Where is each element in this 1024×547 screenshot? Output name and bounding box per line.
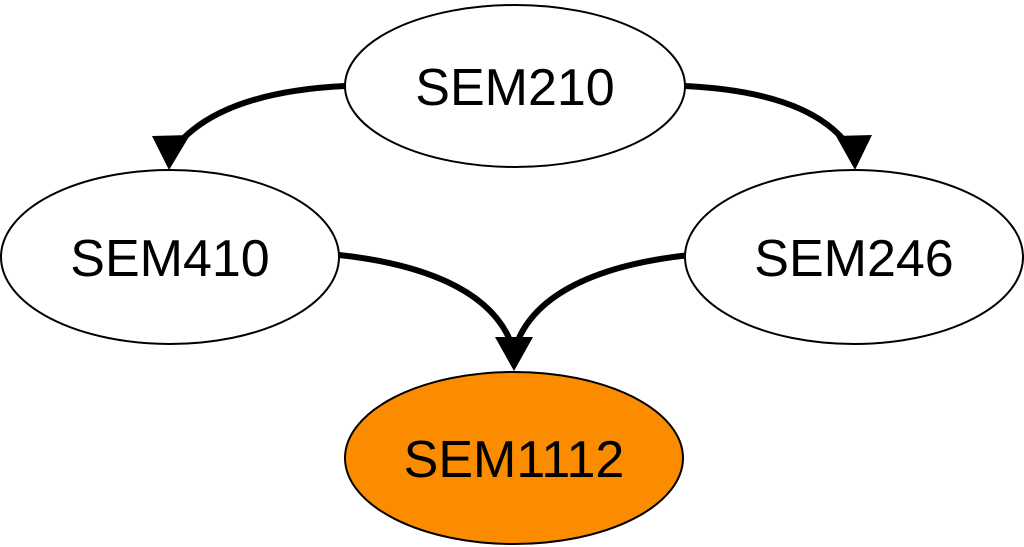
edge-sem210-sem246 bbox=[684, 83, 872, 170]
node-sem210: SEM210 bbox=[344, 4, 686, 168]
node-sem410-shape bbox=[0, 169, 340, 345]
edge-sem210-sem410-line bbox=[175, 83, 346, 146]
node-sem1112-shape bbox=[344, 371, 684, 545]
arrowhead-icon bbox=[495, 337, 533, 371]
node-sem410: SEM410 bbox=[0, 169, 340, 345]
edge-sem246-sem1112-line bbox=[516, 252, 691, 340]
arrowhead-icon bbox=[836, 135, 872, 170]
edge-sem210-sem410 bbox=[152, 83, 346, 170]
edge-sem210-sem246-line bbox=[684, 83, 850, 146]
edge-sem410-sem1112 bbox=[338, 252, 512, 340]
node-sem1112: SEM1112 bbox=[344, 371, 684, 545]
node-sem210-label: SEM210 bbox=[415, 59, 614, 117]
edge-sem410-sem1112-line bbox=[338, 252, 512, 340]
node-sem1112-label: SEM1112 bbox=[404, 431, 625, 489]
node-sem410-label: SEM410 bbox=[70, 230, 269, 288]
node-sem246-shape bbox=[684, 169, 1024, 345]
arrowhead-icon bbox=[152, 135, 190, 170]
node-sem210-shape bbox=[344, 4, 686, 168]
node-sem246-label: SEM246 bbox=[754, 230, 953, 288]
edge-sem246-sem1112 bbox=[495, 252, 691, 371]
node-sem246: SEM246 bbox=[684, 169, 1024, 345]
